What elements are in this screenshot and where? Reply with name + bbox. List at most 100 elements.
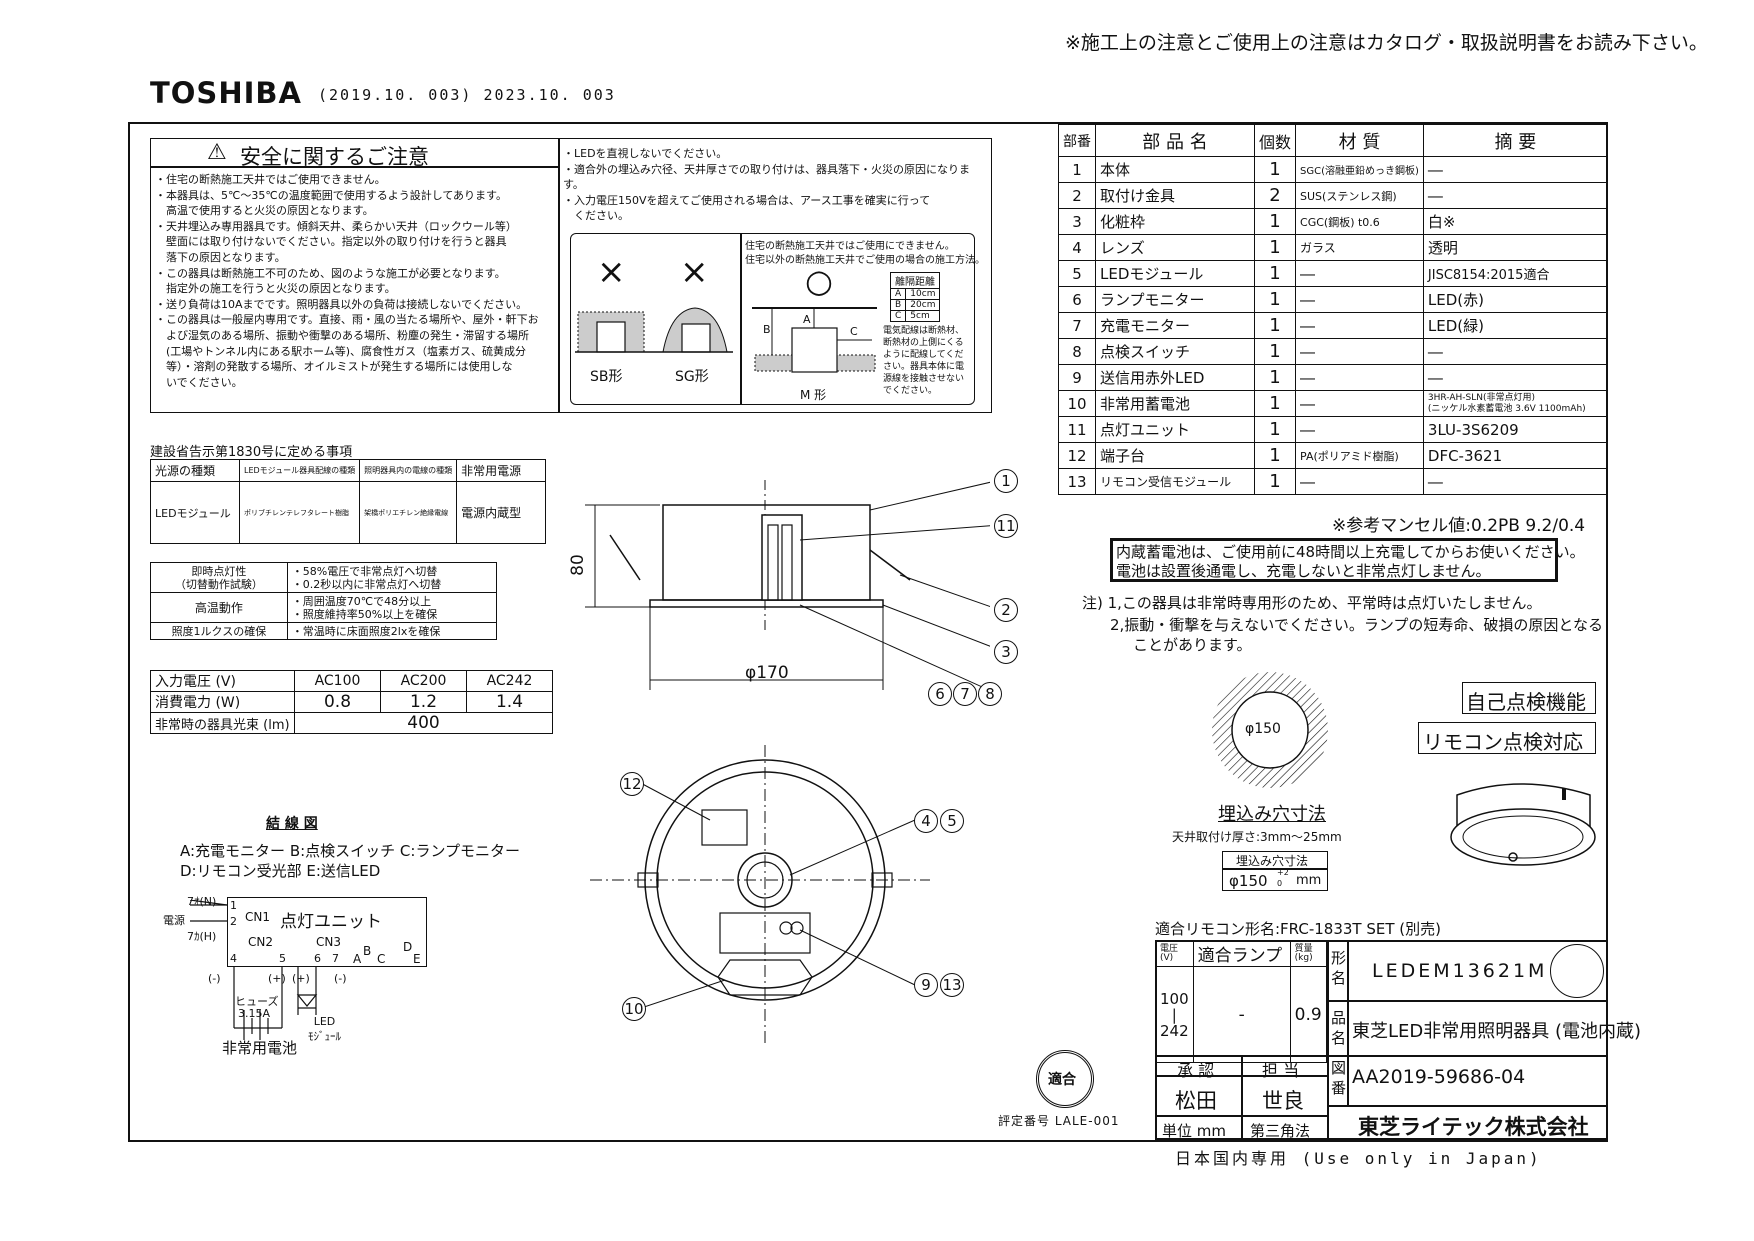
- battery-notice-2: 電池は設置後通電し、充電しないと非常点灯しません。: [1116, 562, 1491, 580]
- part-material: ―: [1295, 286, 1424, 313]
- voltage-value: 100 | 242: [1155, 966, 1194, 1063]
- wiring-legend-2: D:リモコン受光部 E:送信LED: [180, 862, 381, 880]
- cutout-size-box: [1222, 851, 1328, 891]
- part-qty: 1: [1253, 416, 1297, 443]
- part-material: PA(ポリアミド樹脂): [1295, 442, 1424, 469]
- letter-a: A: [353, 952, 362, 966]
- part-qty: 1: [1253, 390, 1297, 417]
- cn2-label: CN2: [248, 935, 273, 949]
- part-name: リモコン受信モジュール: [1095, 468, 1255, 495]
- ok-mark: ○: [805, 262, 833, 300]
- cn3-label: CN3: [316, 935, 341, 949]
- part-remark: LED(緑): [1422, 312, 1609, 339]
- part-remark: JISC8154:2015適合: [1422, 260, 1609, 287]
- letter-c: C: [377, 952, 386, 966]
- perf-line: ・周囲温度70℃で48分以上: [291, 594, 432, 608]
- callout-3: 3: [994, 640, 1018, 664]
- cutout-drawing: [1212, 672, 1328, 788]
- fuse-label: ヒューズ: [235, 995, 279, 1008]
- flux-value: 400: [294, 712, 553, 734]
- side-view-drawing: [585, 480, 990, 692]
- cert-stamp-text: 適合: [1048, 1072, 1076, 1088]
- clearance-val: 5cm: [905, 310, 941, 322]
- self-check-label: 自己点検機能: [1466, 690, 1586, 714]
- approve-col-line: [1241, 1055, 1243, 1140]
- safety-line: よび湿気のある場所、振動や衝撃のある場所、粉塵の発生・滞留する場所: [155, 328, 529, 342]
- pin-6: 6: [314, 952, 321, 965]
- charger-name: 世良: [1262, 1089, 1304, 1113]
- consumption-label: 消費電力 (W): [150, 691, 295, 713]
- lighting-unit-box: [227, 897, 427, 967]
- minus-terminal-2: (-): [334, 972, 347, 985]
- part-name: 点灯ユニット: [1095, 416, 1255, 443]
- charge-label: 担 当: [1262, 1061, 1300, 1080]
- clearance-val: 10cm: [905, 288, 941, 300]
- cert-stamp: [1036, 1050, 1094, 1108]
- part-no: 6: [1058, 286, 1096, 313]
- perf-line: ・0.2秒以内に非常点灯へ切替: [291, 577, 442, 591]
- battery-notice-1: 内蔵蓄電池は、ご使用前に48時間以上充電してからお使いください。: [1116, 543, 1585, 561]
- part-remark: 透明: [1422, 234, 1609, 261]
- clearance-key: B: [889, 299, 907, 311]
- callout-11: 11: [994, 514, 1018, 538]
- cross-sb: ×: [597, 252, 626, 292]
- performance-table: 即時点灯性 （切替動作試験） ・58%電圧で非常点灯へ切替・0.2秒以内に非常点…: [150, 562, 498, 640]
- header-notice: ※施工上の注意とご使用上の注意はカタログ・取扱説明書をお読み下さい。: [1065, 32, 1708, 54]
- drawing-frame: [128, 122, 1608, 1142]
- warning-icon: ⚠: [207, 140, 227, 165]
- cutout-tol-minus: 0: [1277, 879, 1283, 888]
- part-material: ―: [1295, 364, 1424, 391]
- battery-notice-box: [1110, 538, 1558, 582]
- safety-line: ください。: [563, 209, 629, 223]
- part-name: 化粧枠: [1095, 208, 1255, 235]
- part-qty: 1: [1253, 208, 1297, 235]
- part-material: ―: [1295, 312, 1424, 339]
- note-3: ことがあります。: [1133, 636, 1252, 654]
- parts-header: 摘 要: [1422, 124, 1609, 157]
- sg-label: SG形: [675, 369, 709, 385]
- approve-row-line: [1155, 1075, 1327, 1077]
- note-2: 2,振動・衝撃を与えないでください。ランプの短寿命、破損の原因となる: [1110, 616, 1603, 634]
- battery-label: 非常用電池: [222, 1039, 298, 1057]
- wiring-lines: [190, 900, 318, 1040]
- part-name: 点検スイッチ: [1095, 338, 1255, 365]
- consumption-value: 0.8: [294, 691, 381, 713]
- callout-1: 1: [994, 469, 1018, 493]
- model-label: 形名: [1331, 949, 1347, 987]
- cutout-unit: mm: [1296, 873, 1322, 888]
- sb-sg-sketch: [575, 307, 733, 353]
- plus-terminal-2: (+): [292, 972, 310, 985]
- part-material: ―: [1295, 468, 1424, 495]
- part-no: 3: [1058, 208, 1096, 235]
- lamp-value: -: [1192, 966, 1291, 1063]
- letter-d: D: [403, 940, 413, 954]
- callout-13: 13: [940, 973, 964, 997]
- figure-note-1: 住宅の断熱施工天井ではご使用にできません。: [745, 241, 955, 252]
- wiring-title: 結 線 図: [266, 816, 318, 832]
- pin-1: 1: [230, 899, 237, 912]
- clearance-title: 離隔距離: [889, 272, 941, 289]
- sb-label: SB形: [590, 369, 623, 385]
- install-figure: [570, 233, 975, 405]
- part-material: SUS(ステンレス鋼): [1295, 182, 1424, 209]
- callout-10: 10: [622, 997, 646, 1021]
- perf-label: 高温動作: [150, 592, 288, 623]
- pin-7: 7: [332, 952, 339, 965]
- part-remark: ―: [1422, 364, 1609, 391]
- height-dimension: 80: [567, 554, 588, 576]
- fig-letter-a: A: [803, 313, 811, 326]
- part-material: ―: [1295, 338, 1424, 365]
- safety-line: ・本器具は、5℃～35℃の温度範囲で使用するよう設計してあります。: [155, 188, 507, 202]
- fig-letter-b: B: [763, 323, 771, 336]
- safety-line: ・住宅の断熱施工天井ではご使用できません。: [155, 173, 386, 186]
- part-no: 11: [1058, 416, 1096, 443]
- part-name: レンズ: [1095, 234, 1255, 261]
